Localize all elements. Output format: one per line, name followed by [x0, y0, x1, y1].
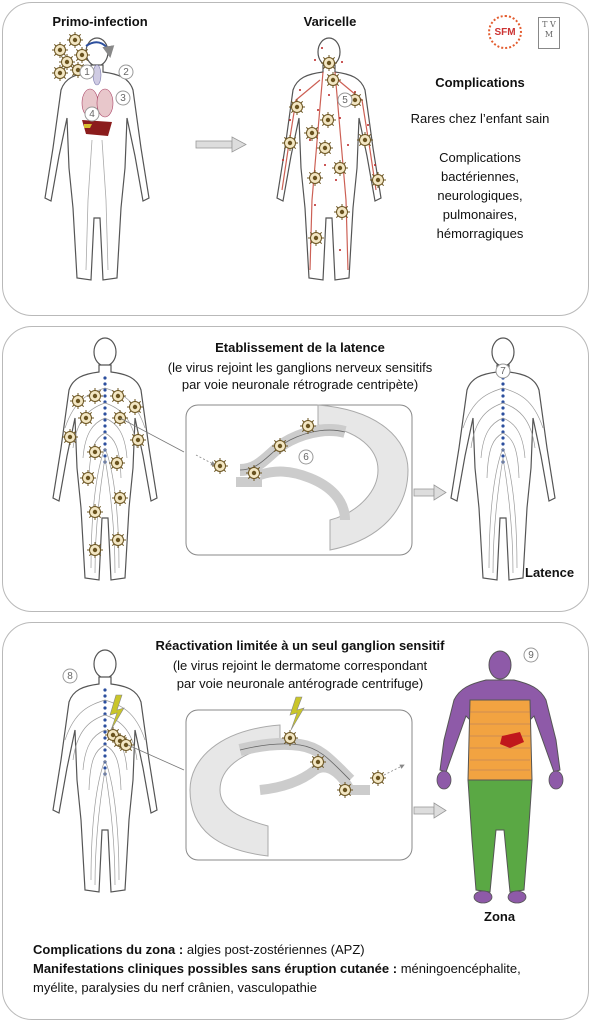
complications-list: Complications bactériennes, neurologique…	[436, 150, 524, 241]
title-reactivation: Réactivation limitée à un seul ganglion …	[155, 638, 445, 653]
title-primo-infection: Primo-infection	[52, 14, 148, 29]
complications-title: Complications	[435, 75, 525, 90]
subtitle-reactivation-2: par voie neuronale antérograde centrifug…	[176, 676, 424, 691]
sfm-logo-icon: SFM	[488, 15, 522, 49]
marker-4: 4	[89, 109, 95, 120]
entry-arrow	[85, 41, 115, 58]
body-varicelle	[276, 37, 382, 281]
body-dermatome-zona	[436, 650, 564, 904]
marker-circles	[62, 64, 539, 684]
footer-manifestations: Manifestations cliniques possibles sans …	[33, 961, 521, 976]
arrow-p1	[195, 136, 247, 153]
subtitle-latence-1: (le virus rejoint les ganglions nerveux …	[167, 360, 433, 375]
marker-8: 8	[67, 671, 73, 682]
complications-line1: Rares chez l’enfant sain	[410, 111, 550, 126]
pointer-line-p3	[127, 744, 185, 771]
body-primo-infection	[44, 37, 150, 281]
arrow-p3	[413, 802, 447, 819]
marker-6: 6	[303, 452, 309, 463]
lightning-icon-inset	[289, 696, 305, 731]
pointer-line-p2	[119, 417, 185, 453]
title-varicelle: Varicelle	[303, 14, 357, 29]
marker-9: 9	[528, 650, 534, 661]
subtitle-reactivation-1: (le virus rejoint le dermatome correspon…	[172, 658, 428, 673]
label-latence: Latence	[525, 565, 575, 580]
marker-7: 7	[500, 366, 506, 377]
label-zona: Zona	[484, 909, 516, 924]
body-reactivation-left	[52, 649, 158, 893]
marker-2: 2	[123, 67, 129, 78]
marker-3: 3	[120, 93, 126, 104]
footer-manifestations-cont: myélite, paralysies du nerf crânien, vas…	[33, 980, 317, 995]
arrow-p2	[413, 484, 447, 501]
marker-5: 5	[342, 95, 348, 106]
inset-ganglion-p3	[185, 696, 413, 861]
tvm-logo-icon: T V M	[538, 17, 560, 49]
marker-1: 1	[84, 67, 90, 78]
inset-ganglion-p2	[185, 404, 413, 556]
lightning-icon	[109, 694, 125, 731]
subtitle-latence-2: par voie neuronale rétrograde centripète…	[181, 377, 419, 392]
title-latence: Etablissement de la latence	[215, 340, 385, 355]
footer-complications-zona: Complications du zona : algies post-zost…	[33, 942, 365, 957]
